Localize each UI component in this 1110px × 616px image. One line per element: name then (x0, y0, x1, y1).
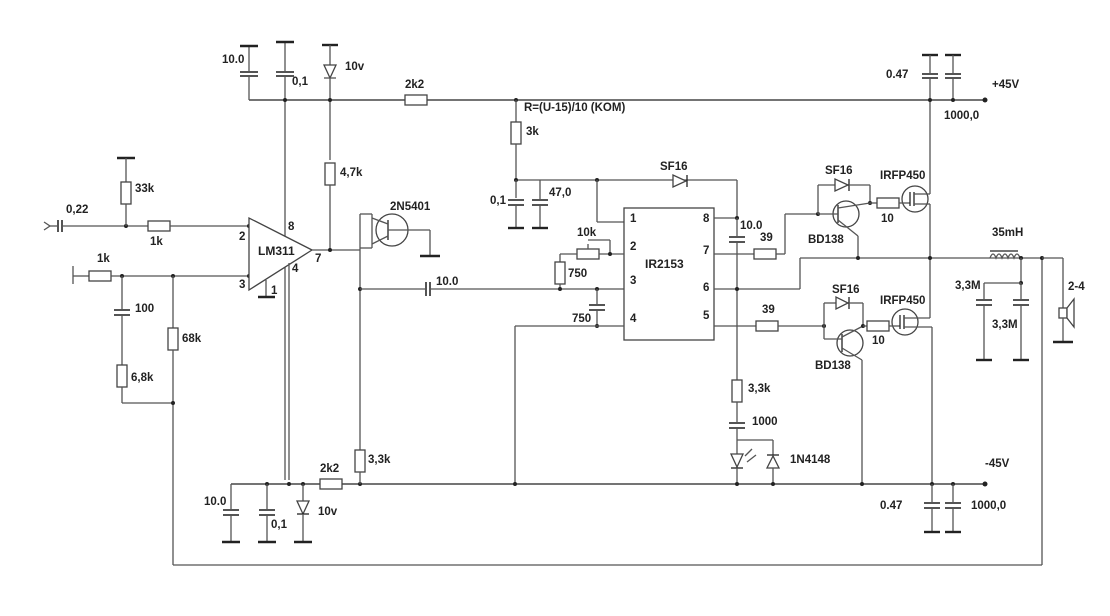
pin-2: 2 (239, 231, 245, 243)
supply-caps-positive: 0.47 1000,0 +45V (886, 53, 1020, 122)
label-c-047-bot: 0.47 (880, 500, 902, 512)
speaker-icon: 2-4 (1053, 258, 1085, 344)
resistor-4k7: 4,7k (324, 162, 363, 250)
label-r-68k: 68k (182, 333, 202, 345)
label-c-boot: 10.0 (740, 220, 762, 232)
pin-3: 3 (239, 279, 245, 291)
label-speaker: 2-4 (1068, 281, 1085, 293)
high-side-driver: 39 SF16 BD138 10 IRFP450 (714, 100, 932, 318)
label-c-47: 47,0 (549, 187, 571, 199)
label-ic: IR2153 (645, 257, 684, 271)
label-c-1000-top: 1000,0 (944, 110, 979, 122)
label-c-1000-led: 1000 (752, 416, 778, 428)
label-r-top-2k2: 2k2 (405, 79, 424, 91)
label-r-bot-2k2: 2k2 (320, 463, 339, 475)
label-c-01-b: 0,1 (490, 195, 507, 207)
label-v-pos: +45V (992, 79, 1020, 91)
ic-pin-7: 7 (703, 245, 709, 257)
resistor-3k: 3k (510, 98, 539, 180)
pin-1: 1 (271, 285, 278, 297)
ic-pin-4: 4 (630, 313, 637, 325)
label-formula: R=(U-15)/10 (KOM) (524, 102, 625, 114)
low-side-driver: 39 SF16 BD138 10 IRFP450 (714, 284, 933, 484)
pin-4: 4 (292, 263, 299, 275)
label-r-750: 750 (568, 268, 587, 280)
label-d-sf16-lo: SF16 (832, 284, 860, 296)
label-d-sf16-hi: SF16 (825, 165, 853, 177)
label-r-in-1k: 1k (150, 236, 163, 248)
label-r-47k: 4,7k (340, 167, 363, 179)
capacitor-coupling: 10.0 (425, 276, 624, 296)
input-section: 0,22 33k 1k 1k 100 6,8k 68k (43, 156, 1043, 566)
ic-pin-3: 3 (630, 275, 636, 287)
ic-pin-6: 6 (703, 282, 709, 294)
top-rail (249, 97, 988, 103)
label-c-top-10: 10.0 (222, 54, 244, 66)
bootstrap-cap-column: 10.0 (714, 216, 1042, 380)
label-c-33m-b: 3,3M (992, 319, 1018, 331)
bottom-rail: -45V (231, 458, 1010, 487)
label-z-top: 10v (345, 61, 365, 73)
label-c-couple: 10.0 (436, 276, 458, 288)
label-c-047-top: 0.47 (886, 69, 908, 81)
label-q-2n5401: 2N5401 (390, 201, 431, 213)
label-r-33k-led: 3,3k (748, 383, 771, 395)
label-c-bot-01: 0,1 (271, 519, 288, 531)
capacitor-10u-top: 10.0 (222, 44, 258, 100)
ic-pin-8: 8 (703, 213, 710, 225)
label-r-68: 6,8k (131, 372, 154, 384)
label-c-1000-bot: 1000,0 (971, 500, 1006, 512)
transistor-2n5401: 2N5401 (358, 201, 440, 450)
label-q-bd138-hi: BD138 (808, 234, 844, 246)
label-c-33m-a: 3,3M (955, 280, 981, 292)
label-r-39-lo: 39 (762, 304, 775, 316)
label-c-750: 750 (572, 313, 591, 325)
led-indicator: 3,3k 1000 1N4148 (729, 379, 831, 484)
label-c-top-01: 0,1 (292, 76, 309, 88)
resistor-2k2-top: 2k2 (404, 79, 428, 106)
pin-8: 8 (288, 221, 295, 233)
zener-top: 10v (322, 43, 365, 160)
label-l-out: 35mH (992, 227, 1023, 239)
label-z-bot: 10v (318, 506, 338, 518)
comparator-lm311: LM311 2 3 8 7 4 1 (239, 216, 360, 480)
label-r-3k: 3k (526, 126, 539, 138)
ic-pin-5: 5 (703, 310, 710, 322)
timing-network: 10k 750 750 (514, 227, 624, 484)
label-v-neg: -45V (985, 458, 1010, 470)
supply-caps-negative: 0.47 1000,0 (880, 484, 1006, 534)
label-m-hi: IRFP450 (880, 170, 925, 182)
pin-7: 7 (315, 253, 321, 265)
label-opamp: LM311 (258, 244, 295, 258)
label-c-bot-10: 10.0 (204, 496, 226, 508)
label-r-ref-1k: 1k (97, 253, 110, 265)
label-d-1n4148: 1N4148 (790, 454, 831, 466)
driver-ir2153: IR2153 1 2 3 4 8 7 6 5 (623, 207, 715, 341)
capacitor-01u-top: 0,1 (276, 40, 309, 480)
label-c-100: 100 (135, 303, 154, 315)
ic-pin-2: 2 (630, 241, 636, 253)
label-r-33k-bot: 3,3k (368, 454, 391, 466)
label-m-lo: IRFP450 (880, 295, 925, 307)
label-r-39-hi: 39 (760, 232, 773, 244)
label-q-bd138-lo: BD138 (815, 360, 851, 372)
bottom-regulator: 10.0 0,1 10v 2k2 3,3k (204, 449, 391, 544)
diode-sf16-bootstrap: SF16 (660, 161, 738, 218)
vcc-node: 0,1 47,0 (490, 178, 737, 230)
ic-pin-1: 1 (630, 213, 637, 225)
output-filter: 35mH 3,3M 3,3M (955, 227, 1063, 362)
label-c-in: 0,22 (66, 204, 88, 216)
label-r-10-lo: 10 (872, 335, 885, 347)
label-r-33k: 33k (135, 183, 155, 195)
label-pot-10k: 10k (577, 227, 597, 239)
label-d-sf16-boot: SF16 (660, 161, 688, 173)
label-r-10-hi: 10 (881, 213, 894, 225)
